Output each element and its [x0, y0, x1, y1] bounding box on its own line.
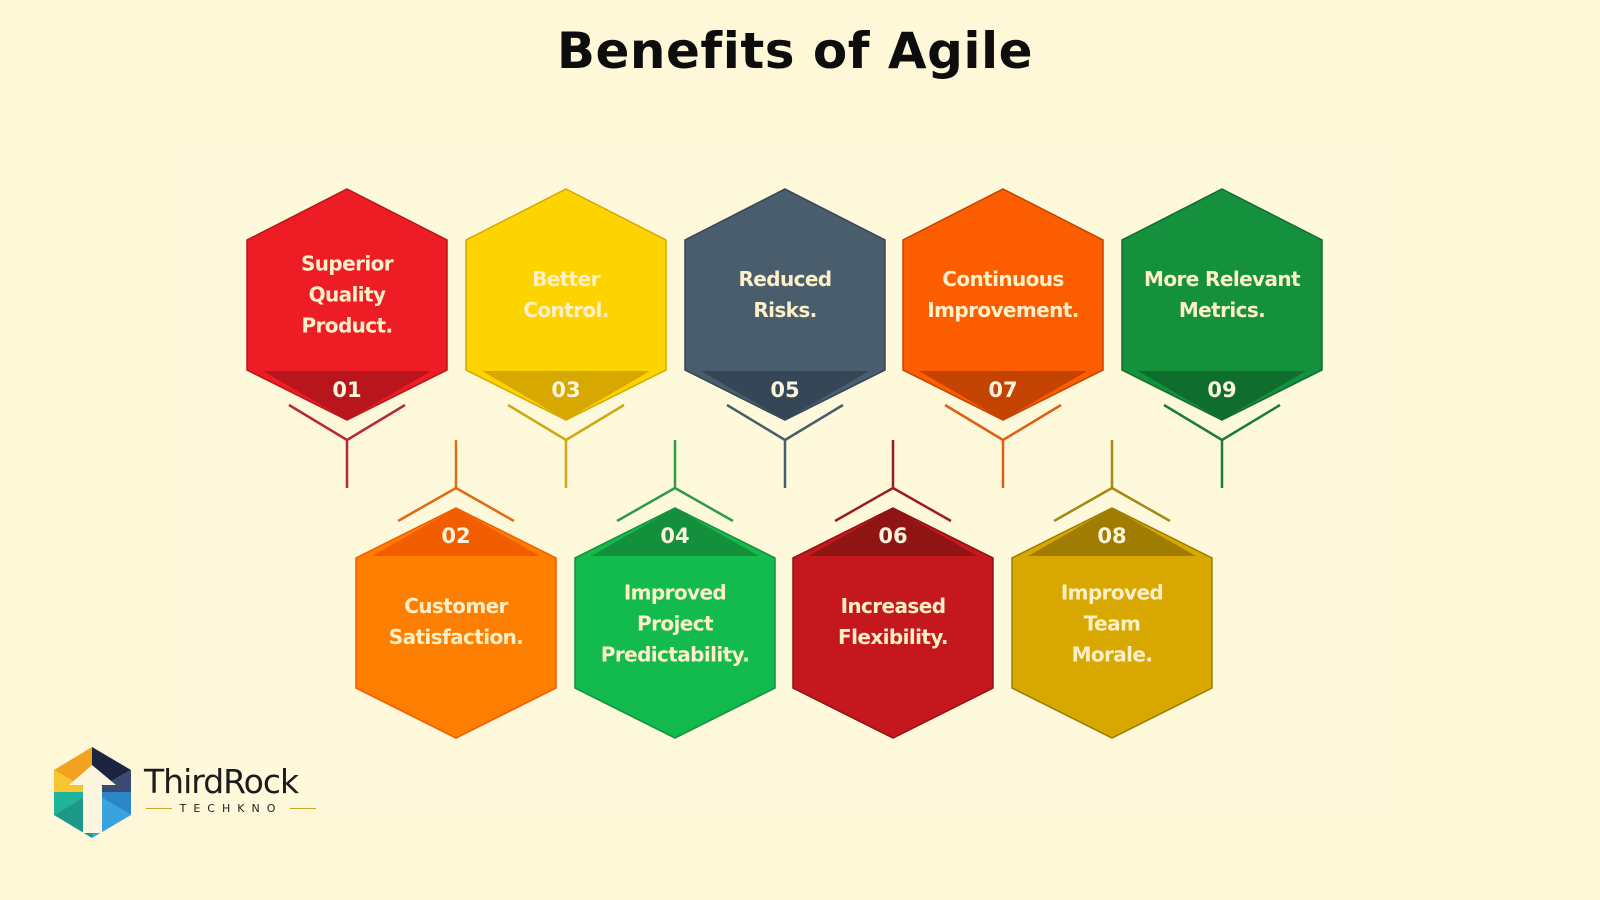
benefit-hexagon-09 [1121, 188, 1323, 488]
connector-y-icon [507, 403, 625, 488]
brand-name: ThirdRock [144, 762, 299, 801]
benefit-hexagon-02 [355, 440, 557, 739]
benefit-number-04: 04 [660, 524, 690, 548]
connector-y-icon [397, 440, 515, 523]
connector-y-icon [726, 403, 844, 488]
hexagon-number-band [591, 508, 759, 556]
hexagon-number-band [372, 508, 540, 556]
connector-y-icon [288, 403, 406, 488]
hexagon-number-band [263, 371, 431, 420]
benefit-hexagon-08 [1011, 440, 1213, 739]
connector-y-icon [616, 440, 734, 523]
thirdrock-logo-icon [54, 747, 131, 838]
hexagon-number-band [701, 371, 869, 420]
hexagon-number-band [1028, 508, 1196, 556]
benefit-hexagon-03 [465, 188, 667, 488]
connector-y-icon [834, 440, 952, 523]
benefit-hexagon-04 [574, 440, 776, 739]
benefit-number-06: 06 [878, 524, 908, 548]
hexagon-number-band [919, 371, 1087, 420]
hexagon-number-band [1138, 371, 1306, 420]
hexagon-shape [1011, 507, 1213, 739]
page-title: Benefits of Agile [556, 22, 1034, 80]
benefit-hexagon-05 [684, 188, 886, 488]
hexagon-number-band [809, 508, 977, 556]
benefit-number-05: 05 [770, 378, 800, 402]
brand-tagline: TECHKNO [146, 802, 317, 815]
benefit-number-07: 07 [988, 378, 1018, 402]
benefit-number-08: 08 [1097, 524, 1127, 548]
connector-y-icon [944, 403, 1062, 488]
hexagon-number-band [482, 371, 650, 420]
benefit-number-01: 01 [332, 378, 362, 402]
hexagon-shape [355, 507, 557, 739]
tagline-rule-right [290, 808, 317, 809]
hexagon-shape [574, 507, 776, 739]
benefit-hexagon-07 [902, 188, 1104, 488]
benefit-number-03: 03 [551, 378, 581, 402]
tagline-text: TECHKNO [179, 802, 283, 815]
benefit-hexagon-06 [792, 440, 994, 739]
connector-y-icon [1163, 403, 1281, 488]
connector-y-icon [1053, 440, 1171, 523]
benefit-number-02: 02 [441, 524, 471, 548]
benefit-number-09: 09 [1207, 378, 1237, 402]
tagline-rule-left [146, 808, 172, 809]
hexagon-shape [792, 507, 994, 739]
benefit-hexagon-01 [246, 188, 448, 488]
